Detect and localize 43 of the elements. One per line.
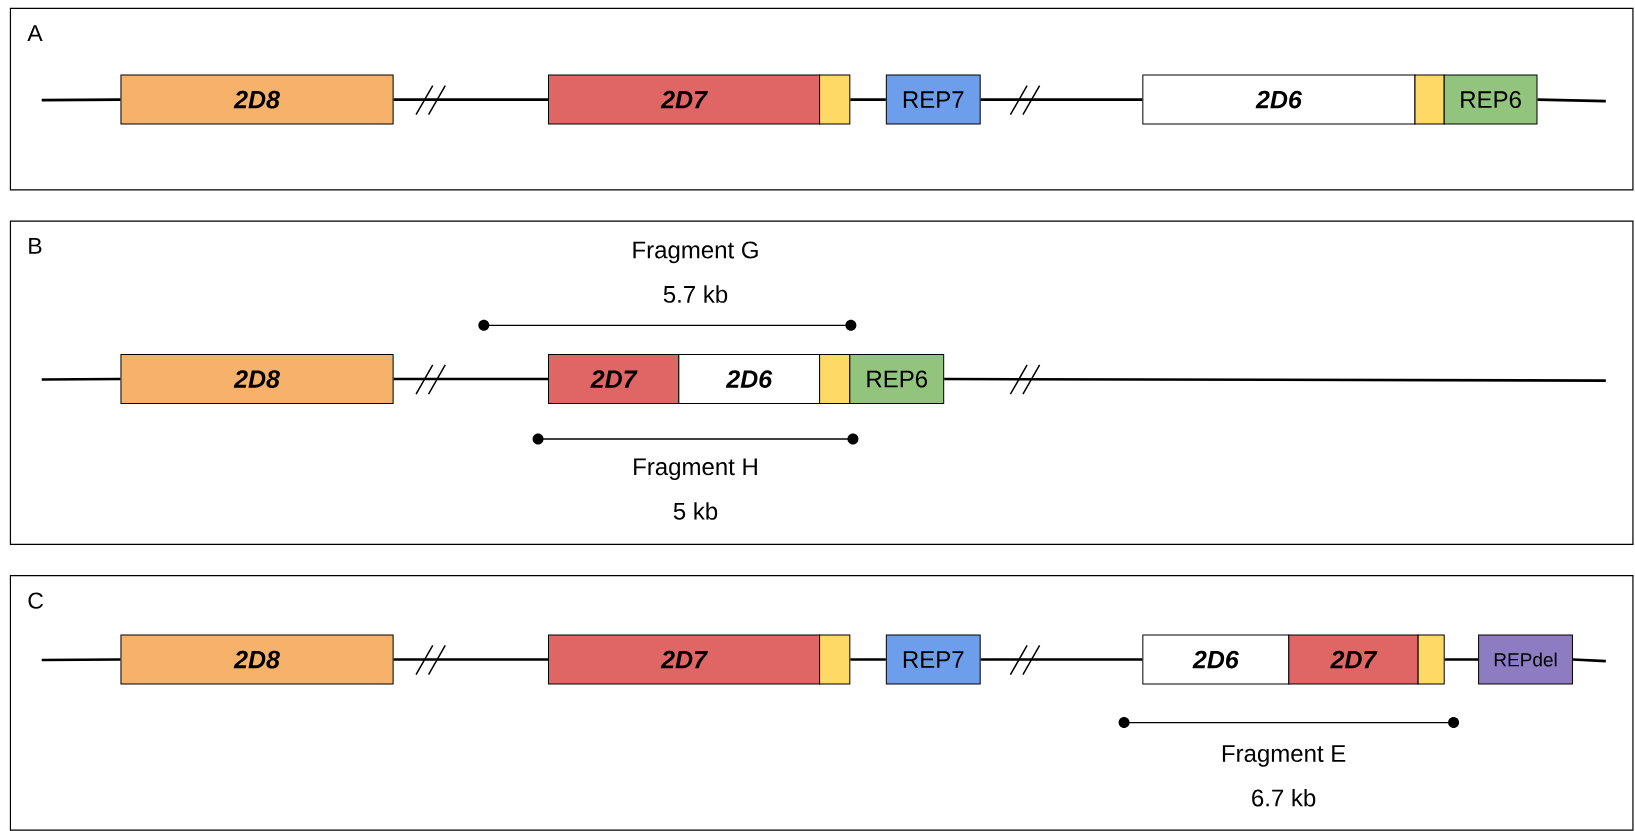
dna-line bbox=[1537, 98, 1606, 103]
dna-line bbox=[944, 377, 1606, 382]
spacer-box bbox=[819, 634, 851, 685]
gene-box: 2D7 bbox=[548, 74, 821, 125]
dna-line bbox=[393, 98, 548, 101]
fragment-label: Fragment G bbox=[633, 241, 758, 264]
dna-line bbox=[850, 658, 886, 661]
gene-box: 2D8 bbox=[120, 74, 394, 125]
dna-line bbox=[1444, 658, 1479, 661]
repeat-box: REPdel bbox=[1478, 634, 1573, 685]
repeat-box: REP6 bbox=[1443, 74, 1538, 125]
dna-line bbox=[41, 98, 121, 102]
repeat-box: REP7 bbox=[885, 74, 981, 125]
fragment-label: 6.7 kb bbox=[1252, 788, 1316, 807]
fragment-label: Fragment E bbox=[1222, 745, 1346, 767]
spacer-box bbox=[1417, 634, 1445, 685]
dna-line bbox=[980, 98, 1143, 101]
gene-box: 2D7 bbox=[1288, 634, 1419, 685]
repeat-box: REP7 bbox=[885, 634, 981, 685]
gene-box: 2D8 bbox=[120, 634, 394, 685]
gene-box: 2D6 bbox=[678, 354, 821, 405]
spacer-box bbox=[1414, 74, 1445, 125]
fragment-label: Fragment H bbox=[634, 458, 757, 480]
panel-label: C bbox=[28, 592, 44, 609]
dna-line bbox=[393, 658, 548, 661]
panel-label: B bbox=[29, 237, 42, 254]
fragment-label: 5 kb bbox=[673, 502, 718, 520]
dna-line bbox=[393, 377, 548, 381]
repeat-box: REP6 bbox=[849, 354, 945, 405]
gene-box: 2D6 bbox=[1142, 634, 1290, 685]
dna-line bbox=[850, 98, 886, 101]
gene-box: 2D7 bbox=[548, 354, 680, 405]
spacer-box bbox=[819, 74, 851, 125]
gene-box: 2D7 bbox=[548, 634, 821, 685]
dna-line bbox=[41, 377, 121, 381]
fragment-label: 5.7 kb bbox=[663, 285, 728, 303]
dna-line bbox=[41, 658, 121, 662]
panel-label: A bbox=[27, 25, 43, 42]
gene-box: 2D8 bbox=[120, 354, 394, 405]
gene-box: 2D6 bbox=[1142, 74, 1416, 125]
dna-line bbox=[1572, 658, 1606, 663]
spacer-box bbox=[819, 354, 851, 405]
dna-line bbox=[980, 658, 1143, 661]
